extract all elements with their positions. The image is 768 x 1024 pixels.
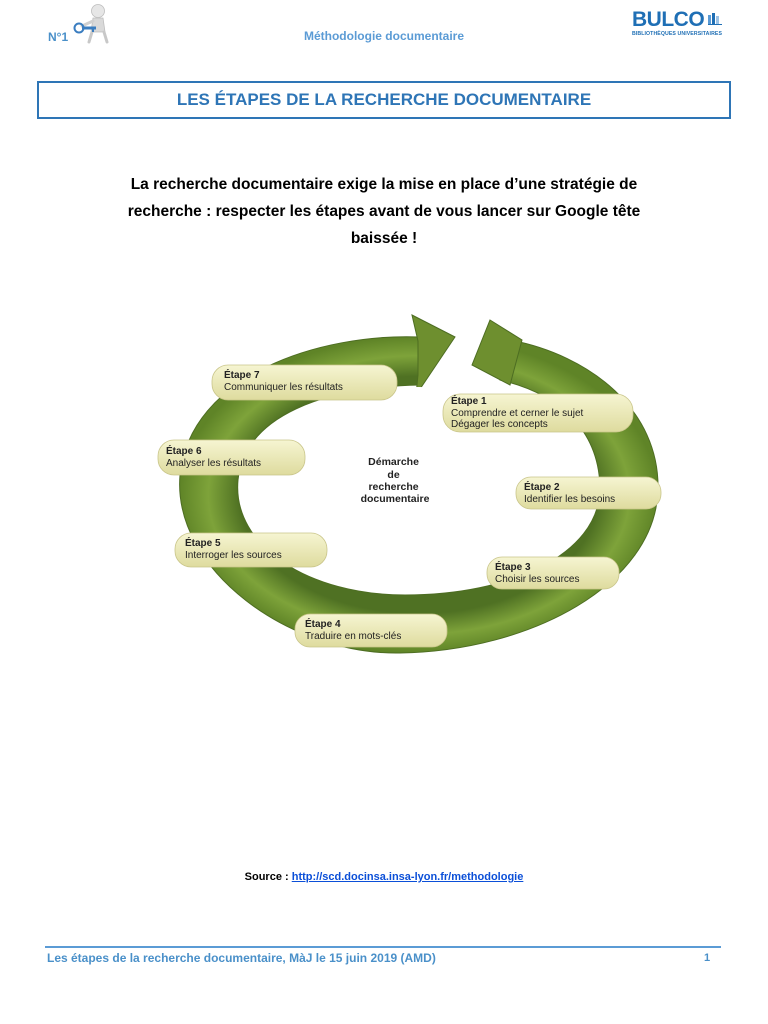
source-citation: Source : http://scd.docinsa.insa-lyon.fr… — [0, 871, 768, 883]
step-4-line-1: Traduire en mots-clés — [305, 631, 401, 642]
step-7-card: Étape 7 Communiquer les résultats — [211, 364, 398, 401]
step-2-card: Étape 2 Identifier les besoins — [515, 476, 662, 510]
cycle-arrow-head — [411, 314, 456, 396]
step-2-title: Étape 2 — [524, 480, 560, 493]
figure-with-key-icon — [73, 4, 109, 44]
step-6-card: Étape 6 Analyser les résultats — [157, 439, 306, 476]
logo-subtitle: BIBLIOTHÈQUES UNIVERSITAIRES — [632, 31, 723, 37]
page-title-box: LES ÉTAPES DE LA RECHERCHE DOCUMENTAIRE — [37, 81, 731, 119]
step-6-line-1: Analyser les résultats — [166, 458, 261, 469]
step-6-title: Étape 6 — [166, 444, 202, 457]
step-4-card: Étape 4 Traduire en mots-clés — [294, 613, 448, 648]
step-3-line-1: Choisir les sources — [495, 574, 579, 585]
page-title: LES ÉTAPES DE LA RECHERCHE DOCUMENTAIRE — [176, 90, 592, 109]
footer-text: Les étapes de la recherche documentaire,… — [47, 951, 436, 965]
step-5-card: Étape 5 Interroger les sources — [174, 532, 328, 568]
step-2-line-1: Identifier les besoins — [524, 494, 615, 505]
page-number: 1 — [704, 952, 711, 964]
header-number: N°1 — [48, 30, 69, 44]
center-line-4: documentaire — [361, 493, 430, 505]
step-3-card: Étape 3 Choisir les sources — [486, 556, 620, 590]
step-5-title: Étape 5 — [185, 536, 221, 549]
step-3-title: Étape 3 — [495, 560, 531, 573]
svg-text:Démarche de recher: Démarche de recherche documentaire — [361, 456, 430, 505]
cycle-arrow-tail — [471, 319, 523, 386]
footer-divider — [45, 946, 721, 948]
books-icon — [708, 13, 722, 25]
source-link[interactable]: http://scd.docinsa.insa-lyon.fr/methodol… — [291, 871, 524, 883]
step-1-line-2: Dégager les concepts — [451, 419, 548, 430]
step-4-title: Étape 4 — [305, 617, 341, 630]
step-1-line-1: Comprendre et cerner le sujet — [451, 408, 584, 419]
logo-name: BULCO — [632, 8, 705, 31]
center-line-1: Démarche — [368, 456, 419, 468]
intro-paragraph: La recherche documentaire exige la mise … — [127, 176, 641, 247]
step-1-card: Étape 1 Comprendre et cerner le sujet Dé… — [442, 393, 634, 433]
bulco-logo: BULCO BIBLIOTHÈQUES UNIVERSITAIRES — [630, 8, 722, 42]
step-1-title: Étape 1 — [451, 394, 487, 407]
center-line-3: recherche — [368, 481, 418, 493]
step-7-title: Étape 7 — [224, 368, 260, 381]
header-title: Méthodologie documentaire — [303, 29, 464, 43]
center-line-2: de — [387, 469, 399, 481]
step-5-line-1: Interroger les sources — [185, 550, 282, 561]
research-cycle-diagram: Démarche de recherche documentaire Étape… — [157, 314, 662, 654]
step-7-line-1: Communiquer les résultats — [224, 382, 343, 393]
source-label: Source : — [244, 871, 292, 883]
cycle-center — [240, 387, 596, 593]
